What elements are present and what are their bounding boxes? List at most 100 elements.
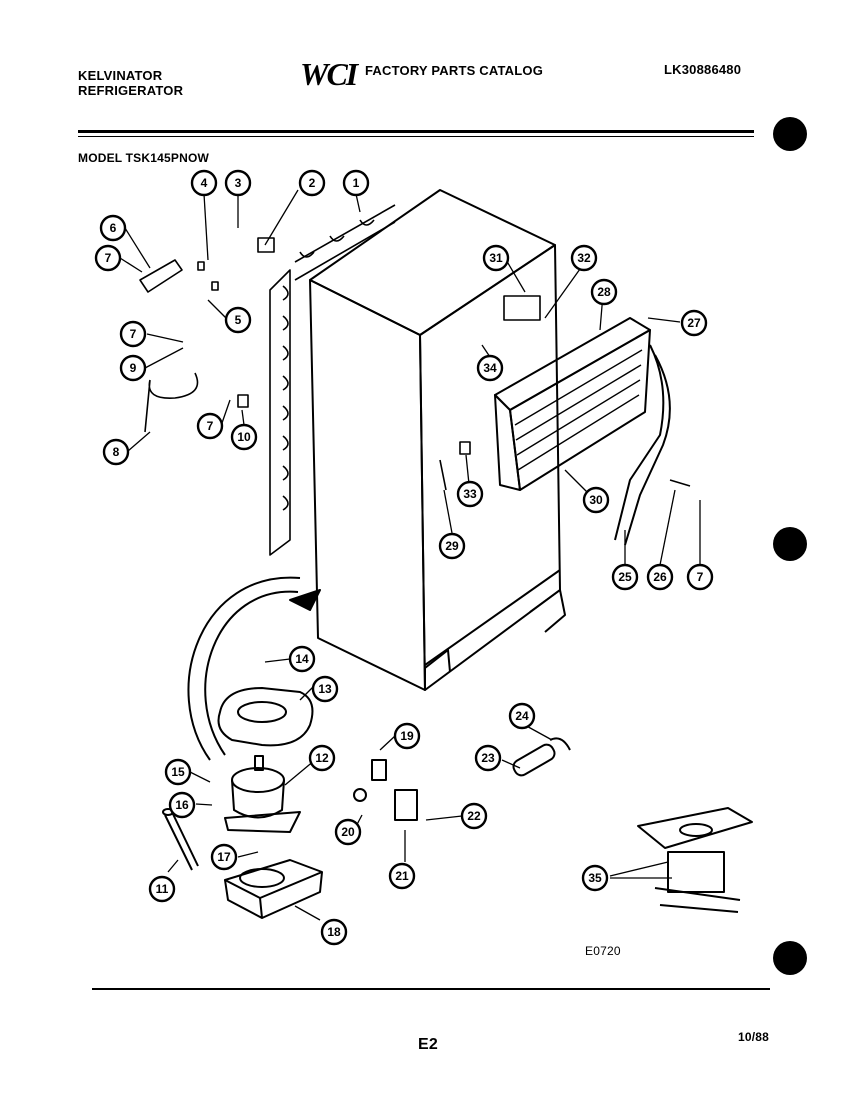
callout-circle (388, 862, 416, 890)
callout-20: 20 (334, 818, 362, 846)
callout-circle (611, 563, 639, 591)
callout-14: 14 (288, 645, 316, 673)
page-date: 10/88 (738, 1030, 770, 1044)
callout-label: 6 (110, 221, 117, 235)
callout-circle (224, 306, 252, 334)
callout-circle (582, 486, 610, 514)
drain-hose (187, 576, 321, 761)
callout-circle (298, 169, 326, 197)
drier (162, 808, 199, 871)
callout-circle (94, 244, 122, 272)
header-rule-thin (78, 136, 754, 137)
callout-label: 2 (309, 176, 316, 190)
callout-10: 10 (230, 423, 258, 451)
callout-19: 19 (393, 722, 421, 750)
callout-13: 13 (311, 675, 339, 703)
callout-circle (311, 675, 339, 703)
callout-27: 27 (680, 309, 708, 337)
callout-circle (460, 802, 488, 830)
callout-label: 11 (156, 882, 169, 896)
start-relay (353, 759, 418, 821)
condenser-fan-motor (637, 807, 753, 913)
callout-9: 9 (119, 354, 147, 382)
callout-circle (393, 722, 421, 750)
callout-label: 18 (327, 925, 341, 939)
callout-label: 10 (237, 430, 251, 444)
callout-label: 7 (207, 419, 214, 433)
callout-circle (590, 278, 618, 306)
footer-rule (92, 988, 770, 990)
callout-label: 21 (395, 869, 409, 883)
callout-15: 15 (164, 758, 192, 786)
catalog-title: FACTORY PARTS CATALOG (365, 63, 544, 78)
callout-25: 25 (611, 563, 639, 591)
callout-label: 4 (201, 176, 208, 190)
callout-circle (476, 354, 504, 382)
callout-label: 22 (467, 809, 481, 823)
callout-2: 2 (298, 169, 326, 197)
callout-label: 34 (483, 361, 497, 375)
callout-30: 30 (582, 486, 610, 514)
callout-label: 7 (105, 251, 112, 265)
product-type: REFRIGERATOR (78, 83, 184, 98)
callout-12: 12 (308, 744, 336, 772)
callout-label: 14 (295, 652, 309, 666)
callout-circle (210, 843, 238, 871)
callout-label: 7 (697, 570, 704, 584)
callout-label: 13 (318, 682, 332, 696)
punch-hole-bottom (773, 941, 807, 975)
callout-circle (570, 244, 598, 272)
callout-8: 8 (102, 438, 130, 466)
callout-26: 26 (646, 563, 674, 591)
callout-circle (334, 818, 362, 846)
callout-24: 24 (508, 702, 536, 730)
compressor (224, 755, 301, 833)
callout-34: 34 (476, 354, 504, 382)
callout-label: 17 (217, 850, 231, 864)
callout-circle (342, 169, 370, 197)
callout-circle (646, 563, 674, 591)
callout-7: 7 (196, 412, 224, 440)
catalog-number: LK30886480 (664, 62, 742, 77)
callout-label: 8 (113, 445, 120, 459)
punch-hole-middle (773, 527, 807, 561)
model-label: MODEL TSK145PNOW (78, 151, 209, 165)
callout-circle (320, 918, 348, 946)
callout-11: 11 (148, 875, 176, 903)
callout-circle (474, 744, 502, 772)
callout-label: 16 (175, 798, 189, 812)
callout-circle (456, 480, 484, 508)
callout-16: 16 (168, 791, 196, 819)
callout-1: 1 (342, 169, 370, 197)
callout-circle (190, 169, 218, 197)
capacitor (512, 737, 571, 777)
callout-label: 29 (445, 539, 459, 553)
callout-label: 3 (235, 176, 242, 190)
callout-circle (508, 702, 536, 730)
callout-18: 18 (320, 918, 348, 946)
callout-label: 33 (463, 487, 477, 501)
callout-label: 28 (597, 285, 611, 299)
misc-small-parts (139, 237, 691, 491)
condenser-coil (269, 204, 396, 556)
refrigerator-cabinet (309, 189, 566, 691)
callout-7: 7 (94, 244, 122, 272)
callout-circle (686, 563, 714, 591)
callout-label: 23 (481, 751, 495, 765)
callout-label: 20 (341, 825, 355, 839)
callout-31: 31 (482, 244, 510, 272)
callout-3: 3 (224, 169, 252, 197)
callout-label: 24 (515, 709, 529, 723)
callout-label: 9 (130, 361, 137, 375)
callout-label: 12 (315, 751, 329, 765)
callout-circle (482, 244, 510, 272)
callout-7: 7 (119, 320, 147, 348)
callout-label: 19 (400, 729, 414, 743)
callout-label: 26 (653, 570, 667, 584)
callout-label: 7 (130, 327, 137, 341)
callout-32: 32 (570, 244, 598, 272)
callout-circle (168, 791, 196, 819)
callout-label: 5 (235, 313, 242, 327)
drain-pan (217, 687, 314, 747)
